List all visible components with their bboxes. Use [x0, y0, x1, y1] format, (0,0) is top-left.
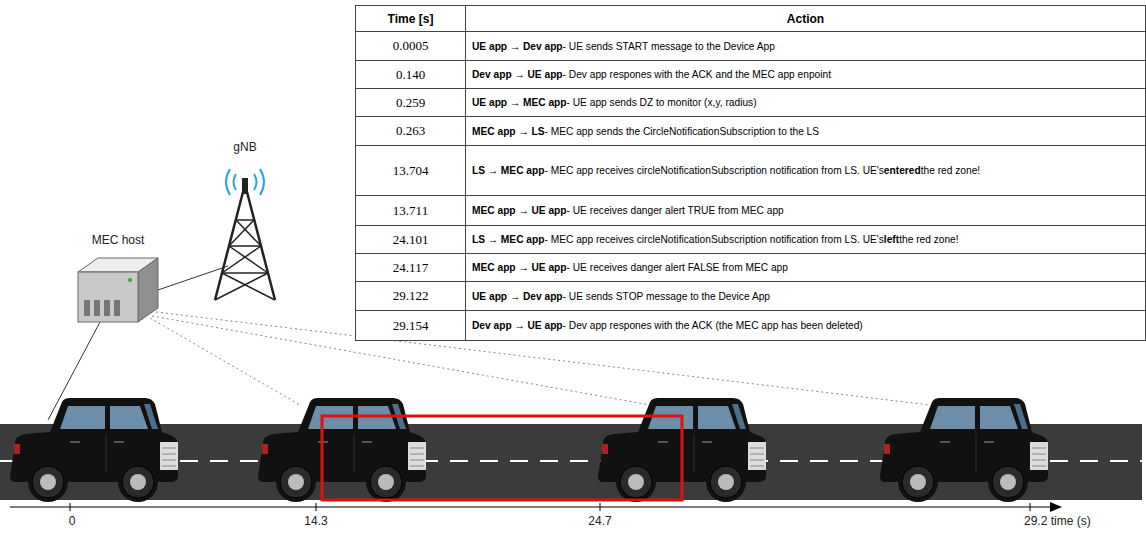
- station-label: gNB: [233, 140, 256, 154]
- action-text: - UE sends START message to the Device A…: [563, 41, 775, 52]
- time-cell: 24.117: [393, 260, 428, 275]
- action-text: the red zone!: [899, 234, 958, 245]
- action-text: - MEC app receives circleNotificationSub…: [544, 165, 883, 176]
- time-cell: 29.154: [393, 318, 429, 333]
- axis-label: 14.3: [304, 514, 327, 528]
- time-cell: 13.711: [393, 203, 428, 218]
- time-cell: 0.140: [396, 67, 425, 82]
- action-emphasis: LS → MEC app: [472, 165, 544, 176]
- action-text: - Dev app respones with the ACK and the …: [563, 69, 831, 80]
- action-emphasis: MEC app → UE app: [472, 205, 567, 216]
- action-text: - UE sends STOP message to the Device Ap…: [563, 291, 770, 302]
- action-emphasis: MEC app → LS: [472, 126, 544, 137]
- action-emphasis: UE app → MEC app: [472, 97, 567, 108]
- event-table: Time [s]Action0.0005UE app → Dev app- UE…: [355, 5, 1146, 341]
- action-emphasis: left: [884, 234, 899, 245]
- action-emphasis: Dev app → UE app: [472, 69, 563, 80]
- axis-label: 24.7: [588, 514, 611, 528]
- column-header: Time [s]: [388, 12, 434, 26]
- time-cell: 0.263: [396, 123, 425, 138]
- axis-label: 0: [69, 514, 76, 528]
- time-cell: 0.0005: [393, 38, 429, 53]
- action-text: - MEC app receives circleNotificationSub…: [544, 234, 883, 245]
- action-emphasis: entered: [884, 165, 921, 176]
- action-text: the red zone!: [921, 165, 980, 176]
- axis-label: 29.2 time (s): [1024, 514, 1091, 528]
- time-cell: 0.259: [396, 95, 425, 110]
- action-text: - UE receives danger alert FALSE from ME…: [567, 262, 788, 273]
- action-text: - UE receives danger alert TRUE from MEC…: [567, 205, 784, 216]
- column-header: Action: [787, 12, 824, 26]
- time-cell: 13.704: [393, 163, 429, 178]
- action-text: - MEC app sends the CircleNotificationSu…: [544, 126, 819, 137]
- action-emphasis: UE app → Dev app: [472, 291, 563, 302]
- action-text: - Dev app respones with the ACK (the MEC…: [563, 320, 863, 331]
- action-text: - UE app sends DZ to monitor (x,y, radiu…: [567, 97, 757, 108]
- time-cell: 24.101: [393, 232, 429, 247]
- action-emphasis: MEC app → UE app: [472, 262, 567, 273]
- action-emphasis: UE app → Dev app: [472, 41, 563, 52]
- host-label: MEC host: [92, 233, 145, 247]
- action-emphasis: LS → MEC app: [472, 234, 544, 245]
- action-emphasis: Dev app → UE app: [472, 320, 563, 331]
- time-cell: 29.122: [393, 288, 429, 303]
